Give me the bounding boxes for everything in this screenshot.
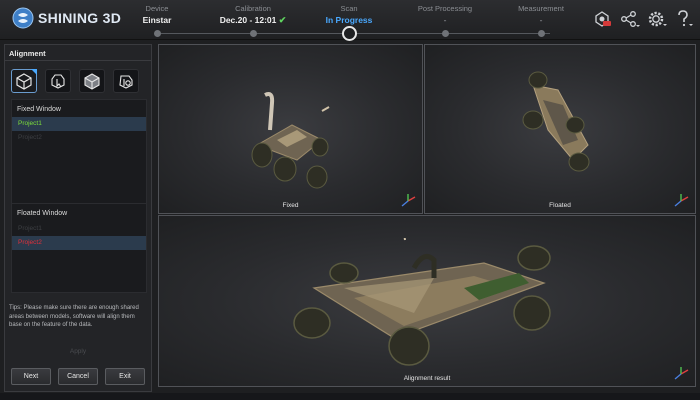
next-button[interactable]: Next xyxy=(11,368,51,385)
step-dot-device[interactable] xyxy=(153,30,161,37)
step-title: Scan xyxy=(340,4,358,13)
step-title: Post Processing xyxy=(417,4,473,13)
cube-tool-button[interactable] xyxy=(11,69,37,93)
step-value: In Progress xyxy=(325,15,373,25)
step-value: - xyxy=(539,15,543,25)
step-value: - xyxy=(443,15,447,25)
fixed-view-label: Fixed xyxy=(282,202,299,209)
tips-text: Tips: Please make sure there are enough … xyxy=(9,305,139,328)
fixed-model xyxy=(251,92,330,189)
fixed-window-title: Fixed Window xyxy=(17,106,61,113)
alignment-result-viewport[interactable]: Alignment result xyxy=(158,215,696,387)
fixed-project-item[interactable]: Project1 xyxy=(12,117,146,131)
manual-align-icon xyxy=(119,75,133,89)
top-bar: SHINING 3D Device Einstar Calibration De… xyxy=(0,0,700,41)
status-bar xyxy=(0,393,700,400)
fixed-viewport[interactable]: Fixed xyxy=(158,44,423,214)
step-value: Dec.20 - 12:01 xyxy=(219,15,277,25)
floated-view-label: Floated xyxy=(549,202,571,209)
step-measurement[interactable]: Measurement - xyxy=(486,4,596,25)
pick-point-icon xyxy=(51,74,65,89)
step-dot-scan[interactable] xyxy=(341,26,357,41)
axis-icon xyxy=(401,194,416,207)
check-icon: ✔ xyxy=(278,15,287,25)
cube-icon xyxy=(16,73,32,90)
step-device[interactable]: Device Einstar xyxy=(102,4,212,25)
floated-window-title: Floated Window xyxy=(17,210,68,217)
feature-align-tool-button[interactable] xyxy=(79,69,105,93)
step-dot-calibration[interactable] xyxy=(249,30,257,37)
record-icon[interactable] xyxy=(591,9,613,29)
floated-viewport[interactable]: Floated xyxy=(424,44,696,214)
logo-text: SHINING 3D xyxy=(38,10,122,26)
cancel-button[interactable]: Cancel xyxy=(58,368,98,385)
floated-model xyxy=(522,71,590,172)
manual-align-tool-button[interactable] xyxy=(113,69,139,93)
step-title: Calibration xyxy=(235,4,271,13)
apply-button[interactable]: Apply xyxy=(69,348,87,355)
step-scan[interactable]: Scan In Progress xyxy=(294,4,404,25)
share-icon[interactable] xyxy=(618,9,640,29)
step-calibration[interactable]: Calibration Dec.20 - 12:01 ✔ xyxy=(198,4,308,26)
feature-align-icon xyxy=(84,73,100,90)
divider xyxy=(5,60,151,61)
step-title: Device xyxy=(145,4,169,13)
step-title: Measurement xyxy=(518,4,564,13)
step-post-processing[interactable]: Post Processing - xyxy=(390,4,500,25)
fixed-project-item[interactable]: Project2 xyxy=(18,134,42,141)
axis-icon xyxy=(674,194,689,207)
floated-window-box: Floated Window Project1 Project2 xyxy=(11,203,147,293)
step-dot-post-processing[interactable] xyxy=(441,30,449,37)
result-view-label: Alignment result xyxy=(403,375,451,382)
axis-icon xyxy=(674,367,689,380)
help-icon[interactable] xyxy=(673,9,695,29)
exit-button[interactable]: Exit xyxy=(105,368,145,385)
aligned-model xyxy=(293,238,551,366)
app-logo: SHINING 3D xyxy=(12,7,121,29)
pick-point-tool-button[interactable] xyxy=(45,69,71,93)
alignment-panel: Alignment Fixed Window Project1 Project2… xyxy=(4,44,152,392)
logo-icon xyxy=(12,7,34,29)
step-dot-measurement[interactable] xyxy=(537,30,545,37)
step-value: Einstar xyxy=(142,15,172,25)
settings-icon[interactable] xyxy=(646,9,668,29)
floated-project-item[interactable]: Project1 xyxy=(18,225,42,232)
floated-project-item[interactable]: Project2 xyxy=(12,236,146,250)
panel-title: Alignment xyxy=(9,49,46,58)
